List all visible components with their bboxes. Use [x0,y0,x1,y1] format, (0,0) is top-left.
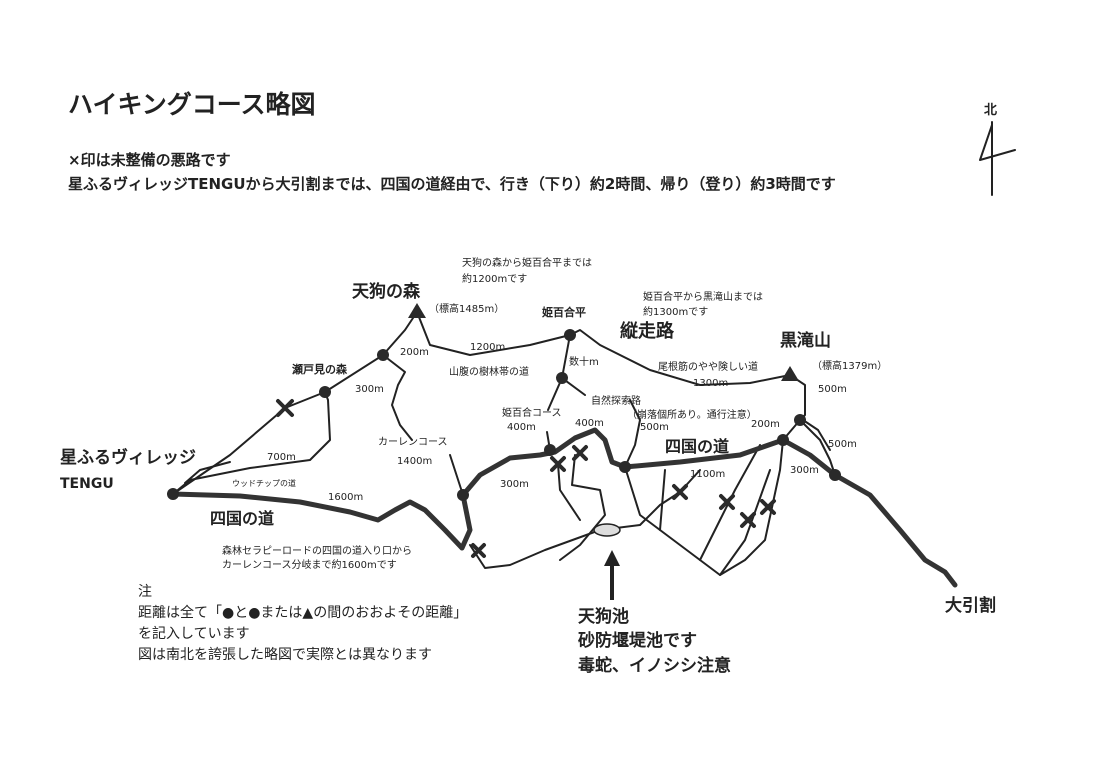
route-himeyuri-course: 姫百合コース [502,406,562,419]
note-himeyuri-kurotaki: 姫百合平から黒滝山までは [643,290,763,303]
place-kurotaki: 黒滝山 [780,330,831,351]
junction [794,414,806,426]
north-arrow-icon [979,121,1016,196]
route-shizen-warning: （崩落個所あり。通行注意） [627,408,757,421]
label-shikoku-east: 四国の道 [665,437,729,456]
travel-time-note: 星ふるヴィレッジTENGUから大引割までは、四国の道経由で、行き（下り）約2時間… [68,175,836,193]
place-setomi: 瀬戸見の森 [292,362,348,376]
pond-name: 天狗池 [578,606,629,627]
route-woodchip: ウッドチップの道 [232,478,296,488]
x-mark-icon [719,494,735,510]
peak-kurotaki-icon [781,366,799,381]
kurotaki-elevation: （標高1379m） [812,359,887,372]
place-village-sub: TENGU [60,476,114,492]
junction-markers [167,303,841,501]
route-shizen: 自然探索路 [591,394,641,407]
distance-label: 1300m [693,378,728,389]
note-distance: 距離は全て「●と●または▲の間のおおよその距離」 [138,604,467,621]
rough-road-x-marks [276,399,776,558]
forest-road-note-dist: カーレンコース分岐まで約1600mです [222,558,397,571]
x-mark-icon [740,512,756,528]
distance-label: 1400m [397,456,432,467]
distance-label: 1100m [690,469,725,480]
pond-desc: 砂防堰堤池です [578,630,697,651]
junction [377,349,389,361]
distance-label: 400m [575,418,604,429]
place-tengu-mori: 天狗の森 [352,281,421,302]
x-mark-icon [672,484,688,500]
route-one: 尾根筋のやや険しい道 [658,360,758,373]
note-tengu-himeyuri-dist: 約1200mです [462,272,527,285]
distance-label: 700m [267,452,296,463]
junction [777,434,789,446]
note-distance-cont: を記入しています [138,625,250,642]
rough-road-note: ×印は未整備の悪路です [68,151,231,169]
distance-label: 500m [828,439,857,450]
distance-label: 500m [818,384,847,395]
tengu-pond-icon [593,523,621,537]
x-mark-icon [276,399,294,417]
distance-label: 1600m [328,492,363,503]
forest-road-note: 森林セラピーロードの四国の道入り口から [222,544,412,557]
map-title: ハイキングコース略図 [68,90,316,119]
distance-label: 300m [355,384,384,395]
route-sanpuku: 山腹の樹林帯の道 [449,365,529,378]
junction-village [167,488,179,500]
distance-label: 500m [640,422,669,433]
trail-shizen [624,399,641,468]
distance-label: 300m [500,479,529,490]
junction-himeyuri [564,329,576,341]
label-juusouro: 縦走路 [620,320,675,342]
note-tengu-himeyuri: 天狗の森から姫百合平までは [462,256,592,269]
north-label: 北 [984,103,997,118]
note-himeyuri-kurotaki-dist: 約1300mです [643,305,708,318]
junction [829,469,841,481]
x-mark-icon [550,456,566,472]
peak-tengu-icon [408,303,426,318]
trail-700m [172,391,331,495]
tengu-mori-elevation: （標高1485m） [429,302,504,315]
place-village: 星ふるヴィレッジ [60,447,196,468]
junction [619,461,631,473]
label-shikoku-west: 四国の道 [210,509,274,528]
place-himeyuri-daira: 姫百合平 [542,305,586,319]
distance-label: 1200m [470,342,505,353]
junction [556,372,568,384]
distance-label: 数十m [569,355,599,368]
route-karen: カーレンコース [378,436,448,448]
distance-label: 300m [790,465,819,476]
note-exaggeration: 図は南北を誇張した略図で実際とは異なります [138,647,432,663]
junction-karen [457,489,469,501]
distance-label: 400m [507,422,536,433]
x-mark-icon [471,543,486,558]
distance-labels: 200m 1200m 300m 700m 1600m 1400m 300m 40… [267,342,857,503]
place-oohikiwari: 大引割 [945,595,996,616]
distance-label: 200m [751,419,780,430]
junction-setomi [319,386,331,398]
trail-karen [382,354,413,441]
note-heading: 注 [138,584,152,600]
trail-ridge-west [416,311,806,441]
distance-label: 200m [400,347,429,358]
junction [544,444,556,456]
x-mark-icon [572,445,588,461]
x-mark-icon [760,499,776,515]
arrow-up-icon [604,550,620,600]
pond-warning: 毒蛇、イノシシ注意 [578,655,731,676]
